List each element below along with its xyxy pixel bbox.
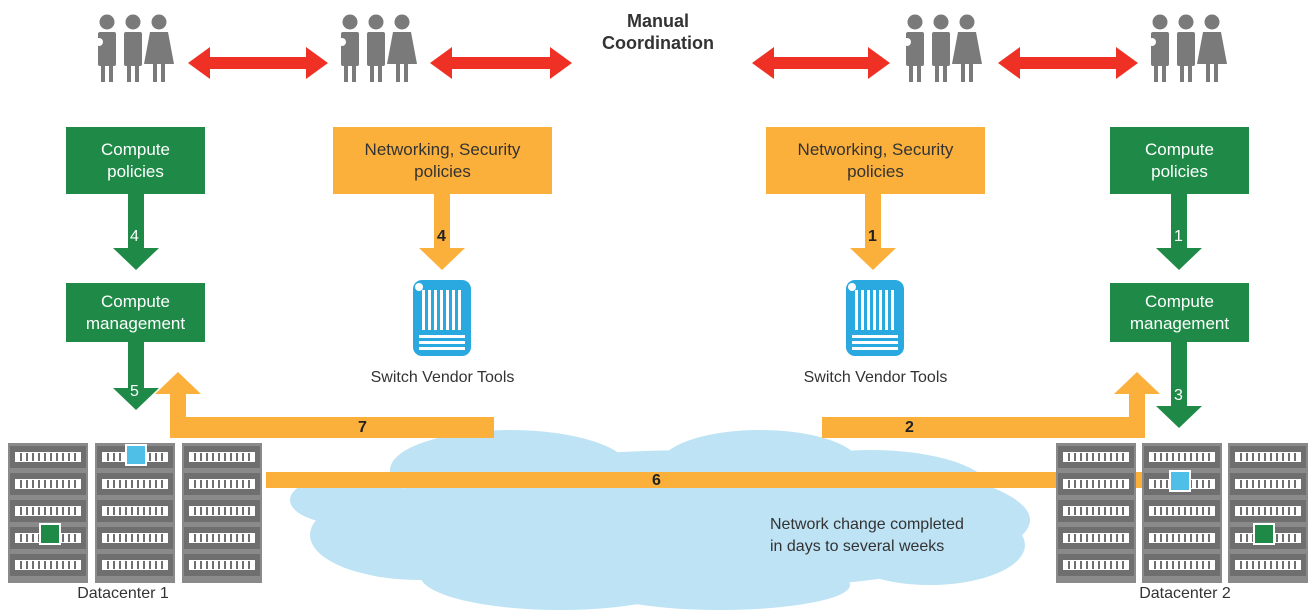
box-line-1: Compute bbox=[1145, 139, 1214, 159]
server-rack-icon bbox=[8, 443, 88, 583]
title-line-2: Coordination bbox=[602, 33, 714, 53]
datacenter-2-label: Datacenter 2 bbox=[1139, 585, 1231, 602]
arrow-down-icon bbox=[850, 194, 896, 270]
double-arrow-icon bbox=[998, 47, 1138, 79]
return-arrow-left bbox=[155, 372, 494, 438]
vm-blue-icon bbox=[1169, 470, 1191, 492]
datacenter-1-label: Datacenter 1 bbox=[77, 585, 169, 602]
step-label: 4 bbox=[437, 228, 446, 245]
arrow-down-icon bbox=[419, 194, 465, 270]
step-label: 1 bbox=[868, 228, 877, 245]
step-label: 2 bbox=[905, 419, 914, 436]
double-arrow-icon bbox=[430, 47, 572, 79]
box-line-1: Compute bbox=[101, 139, 170, 159]
datacenter-1-racks bbox=[8, 443, 262, 583]
step-label: 7 bbox=[358, 419, 367, 436]
green-arrows bbox=[113, 194, 1202, 428]
box-line-1: Compute bbox=[1145, 291, 1214, 311]
box-line-1: Networking, Security bbox=[797, 139, 954, 159]
server-rack-icon bbox=[1142, 443, 1222, 583]
switch-icon bbox=[846, 280, 904, 356]
orange-arrows bbox=[155, 194, 1183, 500]
step-label: 1 bbox=[1174, 228, 1183, 245]
step-label: 5 bbox=[130, 383, 139, 400]
arrow-down-icon bbox=[1156, 194, 1202, 270]
switch-vendor-tools-right: Switch Vendor Tools bbox=[803, 369, 948, 386]
server-rack-icon bbox=[1228, 443, 1308, 583]
box-line-1: Networking, Security bbox=[364, 139, 521, 159]
box-line-2: policies bbox=[847, 161, 904, 181]
arrow-down-icon bbox=[113, 342, 159, 410]
arrow-down-icon bbox=[1156, 342, 1202, 428]
vm-green-icon bbox=[39, 523, 61, 545]
datacenter-2-racks bbox=[1056, 443, 1308, 583]
people-groups bbox=[95, 14, 1227, 82]
box-line-2: policies bbox=[414, 161, 471, 181]
arrow-down-icon bbox=[113, 194, 159, 270]
box-line-1: Compute bbox=[101, 291, 170, 311]
step-label: 6 bbox=[652, 472, 661, 489]
title-line-1: Manual bbox=[626, 11, 689, 31]
step-label: 3 bbox=[1174, 387, 1183, 404]
server-rack-icon bbox=[182, 443, 262, 583]
vm-blue-icon bbox=[125, 444, 147, 466]
cloud-note-line-1: Network change completed bbox=[770, 516, 964, 533]
return-arrow-right bbox=[822, 372, 1160, 438]
server-rack-icon bbox=[1056, 443, 1136, 583]
box-line-2: policies bbox=[107, 161, 164, 181]
box-line-2: policies bbox=[1151, 161, 1208, 181]
people-icon bbox=[95, 14, 174, 82]
switch-icon bbox=[413, 280, 471, 356]
arrow-right-icon bbox=[266, 460, 1183, 500]
cloud-note-line-2: in days to several weeks bbox=[770, 538, 945, 555]
diagram-title: Manual Coordination bbox=[583, 10, 733, 54]
vm-green-icon bbox=[1253, 523, 1275, 545]
step-label: 4 bbox=[130, 228, 139, 245]
box-line-2: management bbox=[1129, 313, 1230, 333]
switch-vendor-tools-left: Switch Vendor Tools bbox=[370, 369, 515, 386]
people-icon bbox=[1148, 14, 1227, 82]
double-arrow-icon bbox=[188, 47, 328, 79]
double-arrow-icon bbox=[752, 47, 890, 79]
people-icon bbox=[338, 14, 417, 82]
people-icon bbox=[903, 14, 982, 82]
box-line-2: management bbox=[85, 313, 186, 333]
coordination-arrows bbox=[188, 47, 1138, 79]
cloud-note: Network change completed in days to seve… bbox=[770, 514, 964, 558]
